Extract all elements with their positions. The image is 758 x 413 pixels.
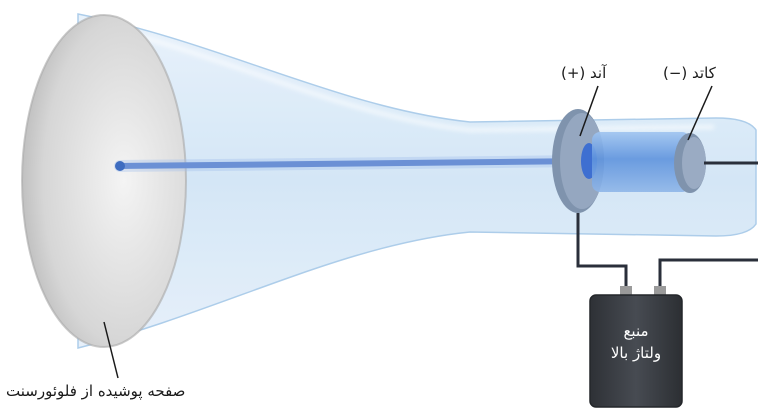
battery-terminal-negative (654, 286, 666, 295)
beam-glow (120, 161, 590, 166)
beam-spot (115, 161, 125, 171)
fluorescent-screen (22, 15, 186, 347)
cathode-face (682, 137, 706, 189)
source-label-line2: ولتاژ بالا (592, 342, 680, 364)
source-label-line1: منبع (592, 320, 680, 342)
battery-terminal-positive (620, 286, 632, 295)
screen-label: صفحه پوشیده از فلوئورسنت (6, 382, 185, 400)
anode-label: آند (+) (561, 64, 606, 82)
cathode-label: کاتد (−) (663, 64, 716, 82)
cathode-wire (660, 260, 758, 288)
source-label: منبع ولتاژ بالا (592, 320, 680, 364)
